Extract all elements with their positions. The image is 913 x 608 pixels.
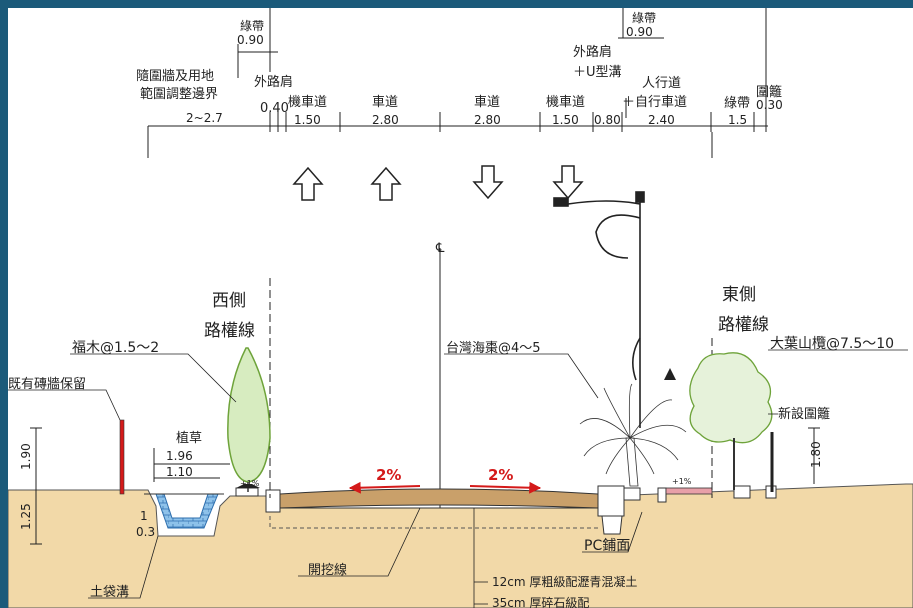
dim-190: 1.90 bbox=[19, 443, 33, 470]
street-light-icon bbox=[553, 191, 645, 428]
sandbag-ditch-label: 土袋溝 bbox=[90, 585, 129, 600]
west-row-line2: 路權線 bbox=[204, 321, 255, 341]
grass-label: 植草 bbox=[176, 431, 202, 446]
up-arrow-icon bbox=[292, 166, 324, 201]
east-tree-icon bbox=[689, 352, 773, 490]
sandbag-ditch bbox=[155, 493, 219, 529]
green-belt-small-label: 綠帶 bbox=[724, 96, 750, 111]
west-tree-icon bbox=[227, 347, 271, 492]
plus1-right: +1% bbox=[672, 477, 692, 486]
dim-sidewalk: 2.40 bbox=[648, 113, 675, 127]
dim-green-right: 1.5 bbox=[728, 113, 747, 127]
green-belt-left-width: 0.90 bbox=[237, 33, 264, 47]
tree-palm-label: 台灣海棗@4～5 bbox=[446, 341, 541, 356]
slope-left: 2% bbox=[376, 466, 401, 484]
up-arrow-icon bbox=[370, 166, 402, 201]
height-dimensions bbox=[30, 427, 820, 545]
fence-top-label: 圍籬 bbox=[756, 84, 782, 100]
leader-lines bbox=[8, 349, 908, 608]
outer-shoulder-right-line1: 外路肩 bbox=[573, 44, 612, 60]
sidewalk-line1: 人行道 bbox=[642, 76, 681, 91]
layer2-label: 35cm 厚碎石級配 bbox=[492, 595, 589, 608]
body-labels: 西側 路權線 東側 路權線 福木@1.5～2 台灣海棗@4～5 大葉山欖@7.5… bbox=[8, 285, 894, 608]
green-belt-left-label: 綠帶 bbox=[240, 19, 264, 33]
green-belt-right-label: 綠帶 bbox=[632, 11, 656, 25]
road-pavement bbox=[279, 488, 599, 509]
traffic-arrows bbox=[292, 165, 584, 201]
dim-196: 1.96 bbox=[166, 449, 193, 463]
tree-west-label: 福木@1.5～2 bbox=[72, 340, 159, 356]
excavation-label: 開挖線 bbox=[308, 562, 347, 578]
centerline-symbol: ℄ bbox=[435, 241, 445, 256]
outer-shoulder-left-label: 外路肩 bbox=[254, 74, 293, 90]
green-belt-right-width: 0.90 bbox=[626, 25, 653, 39]
dim-110: 1.10 bbox=[166, 465, 193, 479]
existing-wall-label: 既有磚牆保留 bbox=[8, 377, 86, 392]
top-labels: 綠帶 0.90 綠帶 0.90 隨圍牆及用地 範圍調整邊界 外路肩 0.40 外… bbox=[136, 11, 783, 127]
slope-arrow-left bbox=[348, 481, 421, 494]
slope-1: 1 bbox=[140, 509, 148, 523]
new-fence-label: 新設圍籬 bbox=[778, 406, 830, 422]
palm-tree-icon bbox=[579, 383, 687, 487]
slope-arrow-right bbox=[469, 481, 542, 494]
existing-brick-wall bbox=[119, 419, 125, 495]
east-row-line1: 東側 bbox=[722, 285, 756, 305]
slope-03: 0.3 bbox=[136, 525, 155, 539]
outer-shoulder-left-width: 0.40 bbox=[260, 101, 289, 116]
tree-east-label: 大葉山欖@7.5～10 bbox=[770, 336, 894, 352]
pink-paving bbox=[665, 487, 713, 495]
curb-right bbox=[597, 485, 625, 517]
dim-125: 1.25 bbox=[19, 503, 33, 530]
dim-car-left: 2.80 bbox=[372, 113, 399, 127]
drawing-sheet: 綠帶 0.90 綠帶 0.90 隨圍牆及用地 範圍調整邊界 外路肩 0.40 外… bbox=[8, 8, 913, 608]
u-drain bbox=[601, 515, 623, 535]
pc-paving-label: PC鋪面 bbox=[584, 538, 630, 554]
outer-shoulder-right-line2: ＋U型溝 bbox=[573, 65, 622, 80]
lane-moto-left-label: 機車道 bbox=[288, 95, 327, 110]
warning-sign-icon bbox=[664, 368, 676, 380]
sidewalk-line2: ＋自行車道 bbox=[622, 95, 687, 110]
dim-180: 1.80 bbox=[809, 441, 823, 468]
dimension-area bbox=[147, 8, 768, 158]
cross-section-diagram: 綠帶 0.90 綠帶 0.90 隨圍牆及用地 範圍調整邊界 外路肩 0.40 外… bbox=[8, 8, 913, 608]
wall-adjust-line1: 隨圍牆及用地 bbox=[136, 69, 214, 84]
layer1-label: 12cm 厚粗級配瀝青混凝土 bbox=[492, 574, 637, 589]
planter-box bbox=[623, 487, 641, 501]
down-arrow-icon bbox=[472, 165, 504, 200]
fence-top-width: 0.30 bbox=[756, 98, 783, 112]
curb-left bbox=[265, 489, 281, 513]
lane-moto-right-label: 機車道 bbox=[546, 95, 585, 110]
excavation-line bbox=[269, 516, 598, 529]
dim-moto-right: 1.50 bbox=[552, 113, 579, 127]
down-arrow-icon bbox=[552, 165, 584, 200]
west-row-line1: 西側 bbox=[212, 291, 246, 311]
slope-right: 2% bbox=[488, 466, 513, 484]
dim-shoulder-right: 0.80 bbox=[594, 113, 621, 127]
dim-moto-left: 1.50 bbox=[294, 113, 321, 127]
plus1-left: +1% bbox=[240, 479, 260, 488]
lane-car-right-label: 車道 bbox=[474, 95, 500, 110]
dim-car-right: 2.80 bbox=[474, 113, 501, 127]
dim-wall: 2~2.7 bbox=[186, 111, 223, 125]
east-row-line2: 路權線 bbox=[718, 315, 769, 335]
lane-car-left-label: 車道 bbox=[372, 95, 398, 110]
wall-adjust-line2: 範圍調整邊界 bbox=[140, 87, 218, 102]
